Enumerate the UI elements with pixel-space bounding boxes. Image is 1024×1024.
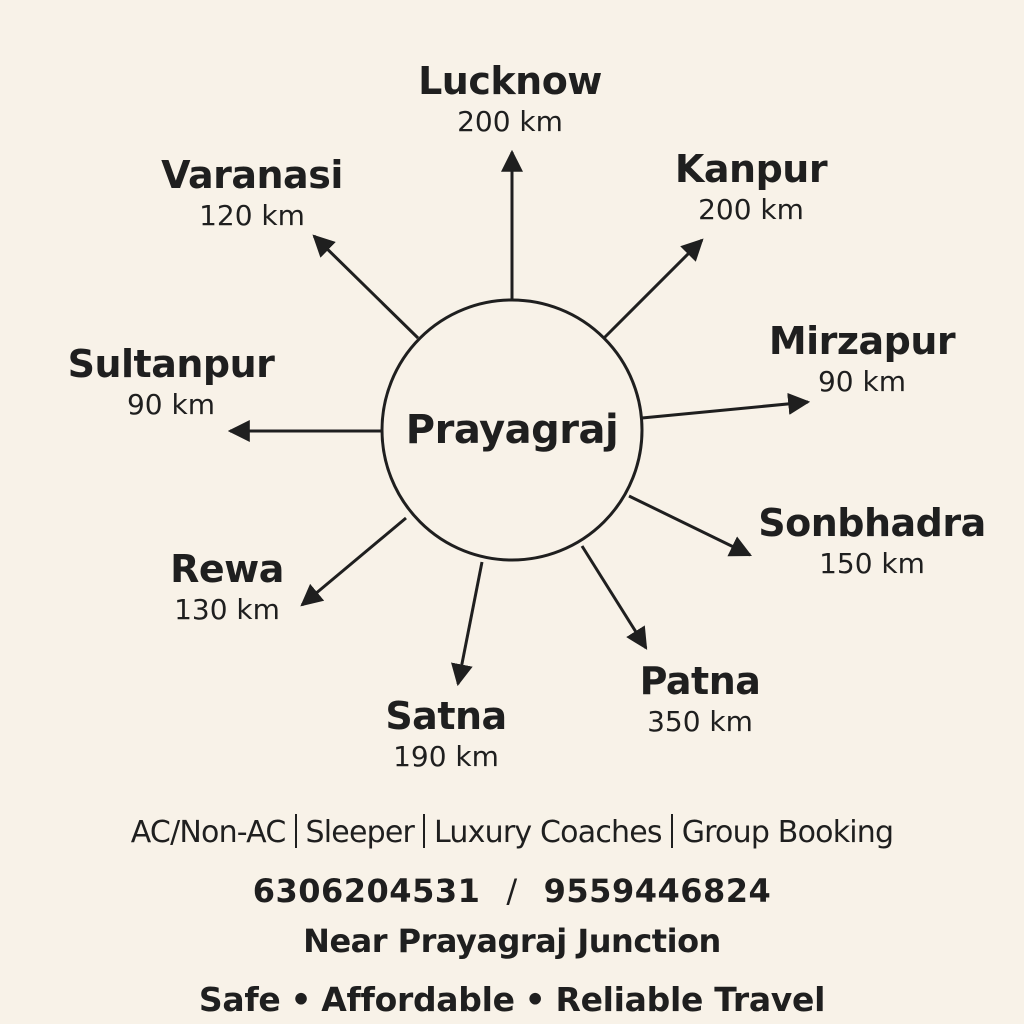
service-separator: [294, 814, 297, 848]
phone-separator: /: [506, 872, 518, 910]
city-label-patna: Patna 350 km: [640, 662, 761, 736]
city-name: Kanpur: [674, 147, 828, 191]
arrow-kanpur: [602, 238, 704, 340]
city-label-sonbhadra: Sonbhadra 150 km: [758, 504, 986, 578]
city-distance: 130 km: [174, 593, 280, 626]
city-label-rewa: Rewa 130 km: [170, 550, 284, 624]
city-label-varanasi: Varanasi 120 km: [161, 156, 343, 230]
city-name: Varanasi: [161, 153, 343, 197]
service-separator: [423, 814, 426, 848]
tagline-dot: •: [524, 980, 546, 1019]
service-separator: [670, 814, 673, 848]
phone-number-1: 6306204531: [252, 872, 481, 910]
city-distance: 190 km: [393, 740, 499, 773]
tagline: Safe•Affordable•Reliable Travel: [0, 980, 1024, 1019]
city-label-satna: Satna 190 km: [385, 694, 507, 773]
tagline-dot: •: [290, 980, 312, 1019]
service-luxury-coaches: Luxury Coaches: [434, 815, 662, 850]
city-name: Lucknow: [418, 59, 602, 103]
arrow-sonbhadra: [628, 494, 752, 557]
city-label-kanpur: Kanpur 200 km: [674, 147, 828, 226]
arrow-patna: [580, 545, 648, 650]
city-name: Rewa: [170, 547, 284, 591]
service-ac-non-ac: AC/Non-AC: [130, 815, 287, 850]
arrow-varanasi: [312, 234, 420, 340]
address-line: Near Prayagraj Junction: [303, 922, 721, 960]
arrow-mirzapur: [641, 392, 811, 420]
route-arrows: [227, 149, 811, 687]
city-distance: 120 km: [199, 199, 305, 232]
city-distance: 90 km: [817, 365, 907, 398]
phone-number-2: 9559446824: [543, 872, 772, 910]
arrow-satna: [451, 561, 484, 687]
arrow-rewa: [300, 516, 407, 607]
city-label-mirzapur: Mirzapur 90 km: [768, 319, 956, 398]
city-distance: 200 km: [457, 105, 563, 138]
service-sleeper: Sleeper: [305, 815, 415, 850]
service-group-booking: Group Booking: [681, 815, 894, 850]
tagline-reliable-travel: Reliable Travel: [555, 980, 826, 1019]
tagline-affordable: Affordable: [321, 980, 515, 1019]
city-name: Mirzapur: [768, 319, 956, 363]
city-distance: 90 km: [126, 388, 216, 421]
hub-label: Prayagraj: [405, 407, 619, 453]
city-name: Patna: [639, 659, 761, 703]
city-name: Satna: [385, 694, 507, 738]
city-label-sultanpur: Sultanpur 90 km: [68, 345, 275, 419]
city-label-lucknow: Lucknow 200 km: [418, 62, 602, 136]
contact-phones: 6306204531 / 9559446824: [0, 872, 1024, 910]
services-list: AC/Non-AC Sleeper Luxury Coaches Group Book…: [0, 814, 1024, 850]
city-name: Sonbhadra: [758, 501, 986, 545]
city-distance: 150 km: [819, 547, 925, 580]
city-distance: 350 km: [647, 705, 753, 738]
city-name: Sultanpur: [67, 342, 275, 386]
city-distance: 200 km: [698, 193, 804, 226]
tagline-safe: Safe: [198, 980, 281, 1019]
